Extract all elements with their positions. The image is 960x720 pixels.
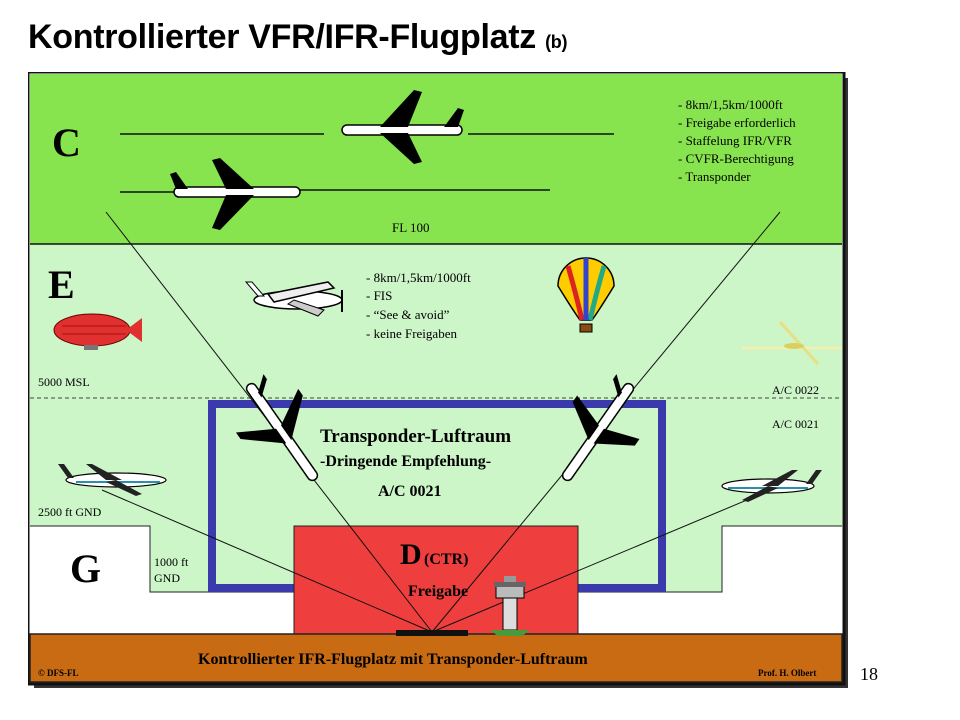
transponder-zone-subtitle: -Dringende Empfehlung- (320, 453, 491, 470)
airliner-icon (170, 158, 301, 230)
rule-line: - 8km/1,5km/1000ft (366, 270, 471, 285)
squawk-upper-label: A/C 0022 (772, 383, 819, 397)
ctr-clearance-label: Freigabe (408, 583, 468, 600)
flight-tracks (120, 133, 614, 193)
regional-airliner-icon (58, 464, 167, 496)
ground-label: Kontrollierter IFR-Flugplatz mit Transpo… (198, 651, 588, 668)
g-height-line1: 1000 ft (154, 555, 189, 569)
control-tower-icon (490, 576, 530, 636)
airspace-g-letter: G (70, 546, 101, 591)
slide-title-suffix: (b) (545, 32, 568, 52)
rule-line: - FIS (366, 288, 392, 303)
g-height-line2: GND (154, 571, 180, 585)
page-number: 18 (860, 664, 878, 684)
airspace-c-band (30, 74, 842, 244)
hot-air-balloon-icon (557, 257, 615, 333)
transponder-zone-code: A/C 0021 (378, 483, 442, 500)
ctr-letter: D (400, 538, 422, 571)
airspace-diagram: C - 8km/1,5km/1000ft - Freigabe erforder… (28, 72, 848, 688)
runway (396, 630, 468, 636)
glider-icon (742, 320, 842, 366)
airspace-e-band (30, 244, 842, 398)
ctr-zone (293, 525, 579, 635)
slide-title: Kontrollierter VFR/IFR-Flugplatz (b) (28, 18, 567, 57)
airspace-c-letter: C (52, 120, 81, 165)
fl100-label: FL 100 (392, 220, 429, 235)
blimp-icon (53, 313, 142, 350)
gnd2500-label: 2500 ft GND (38, 505, 102, 519)
author-label: Prof. H. Olbert (758, 668, 816, 678)
climbing-jet-icon (561, 374, 640, 482)
rule-line: - 8km/1,5km/1000ft (678, 97, 783, 112)
rule-line: - keine Freigaben (366, 326, 457, 341)
rule-line: - “See & avoid” (366, 307, 450, 322)
airspace-c-rules: - 8km/1,5km/1000ft - Freigabe erforderli… (678, 97, 796, 184)
descending-jet-icon (235, 374, 319, 482)
airliner-icon (341, 90, 464, 164)
rule-line: - Freigabe erforderlich (678, 115, 796, 130)
squawk-lower-label: A/C 0021 (772, 417, 819, 431)
propeller-plane-icon (244, 281, 343, 317)
ctr-sub-label: (CTR) (424, 551, 468, 568)
copyright-label: © DFS-FL (38, 668, 78, 678)
rule-line: - CVFR-Berechtigung (678, 151, 794, 166)
airspace-e-lower-band (30, 398, 842, 592)
airspace-e-rules: - 8km/1,5km/1000ft - FIS - “See & avoid”… (366, 270, 471, 341)
rule-line: - Transponder (678, 169, 751, 184)
slide-title-main: Kontrollierter VFR/IFR-Flugplatz (28, 18, 536, 56)
msl5000-label: 5000 MSL (38, 375, 90, 389)
transponder-zone-title: Transponder-Luftraum (320, 426, 511, 447)
rule-line: - Staffelung IFR/VFR (678, 133, 792, 148)
airspace-g-band (30, 526, 842, 634)
regional-airliner-icon (721, 470, 822, 502)
airspace-e-letter: E (48, 262, 75, 307)
